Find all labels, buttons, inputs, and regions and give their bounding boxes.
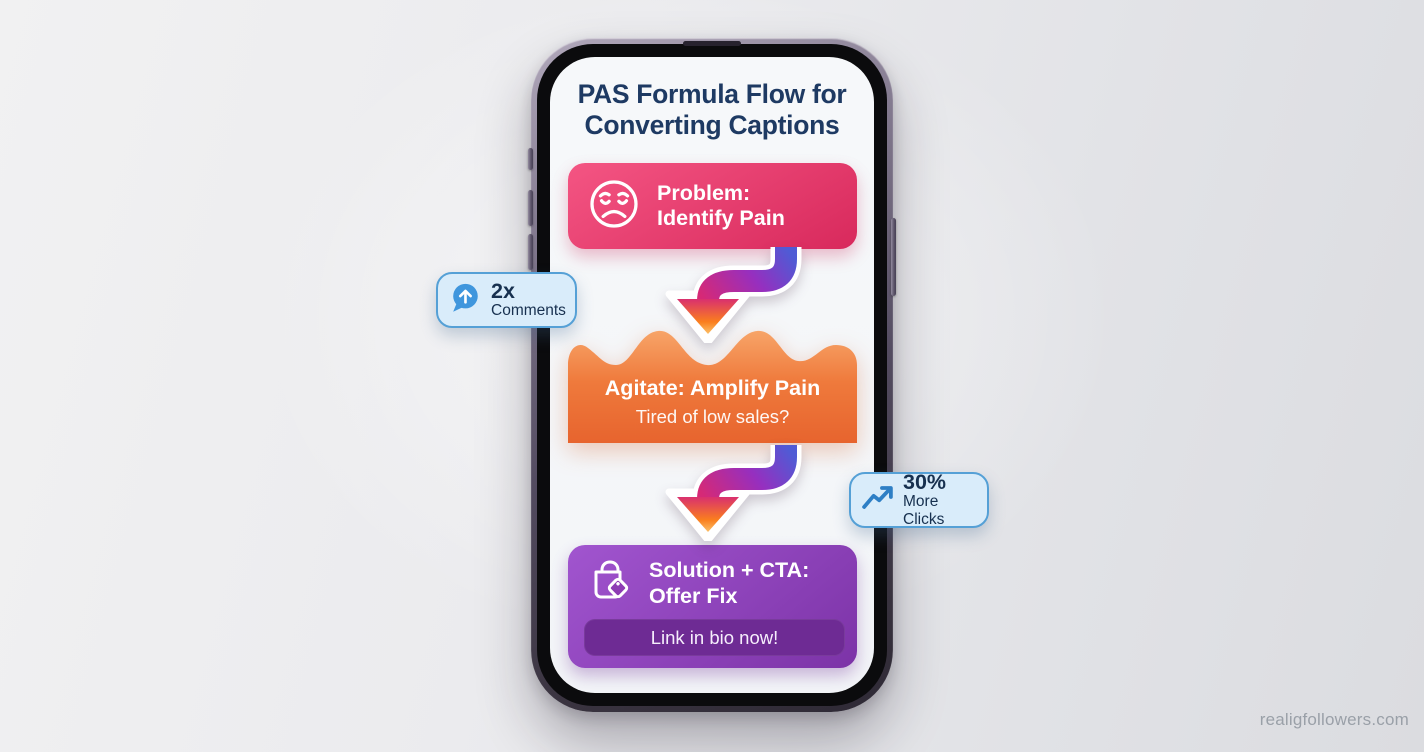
step-problem-label-line1: Problem: xyxy=(657,180,751,205)
shopping-bag-icon xyxy=(586,557,634,610)
step-solution-label-line2: Offer Fix xyxy=(649,583,738,608)
link-in-bio-button[interactable]: Link in bio now! xyxy=(584,619,845,656)
callout-comments-value: 2x xyxy=(491,278,515,303)
phone-power-button xyxy=(891,218,896,296)
callout-comments-label: Comments xyxy=(491,302,566,320)
step-agitate-text: Agitate: Amplify Pain Tired of low sales… xyxy=(568,376,857,428)
step-agitate-subtitle: Tired of low sales? xyxy=(635,406,790,427)
step-problem-label: Problem:Identify Pain xyxy=(657,181,785,232)
flow-arrow-2 xyxy=(665,445,802,541)
step-problem-card: Problem:Identify Pain xyxy=(568,163,857,249)
step-agitate-title: Agitate: Amplify Pain xyxy=(604,376,821,400)
page-title-line1: PAS Formula Flow for xyxy=(577,79,847,109)
trend-up-icon xyxy=(861,483,894,517)
callout-clicks-value: 30% xyxy=(903,469,947,494)
step-agitate-card: Agitate: Amplify Pain Tired of low sales… xyxy=(568,325,857,443)
callout-comments-badge: 2x Comments xyxy=(436,272,577,328)
flow-arrow-1 xyxy=(665,247,802,343)
step-solution-card: Solution + CTA:Offer Fix Link in bio now… xyxy=(568,545,857,668)
chat-bubble-up-icon xyxy=(448,281,482,320)
step-solution-label-line1: Solution + CTA: xyxy=(649,558,810,583)
phone-volume-up-button xyxy=(528,190,533,226)
phone-mute-switch xyxy=(528,148,533,170)
sad-face-icon xyxy=(588,178,640,235)
watermark-text: realigfollowers.com xyxy=(1259,710,1409,729)
step-problem-label-line2: Identify Pain xyxy=(657,206,785,230)
callout-clicks-badge: 30% More Clicks xyxy=(849,469,989,529)
callout-clicks-label: More Clicks xyxy=(903,493,945,529)
wave-shape xyxy=(568,330,857,443)
page-title-line2: Converting Captions xyxy=(584,110,840,140)
step-solution-label: Solution + CTA:Offer Fix xyxy=(649,558,809,609)
phone-speaker-slot xyxy=(683,41,741,46)
phone-volume-down-button xyxy=(528,234,533,270)
